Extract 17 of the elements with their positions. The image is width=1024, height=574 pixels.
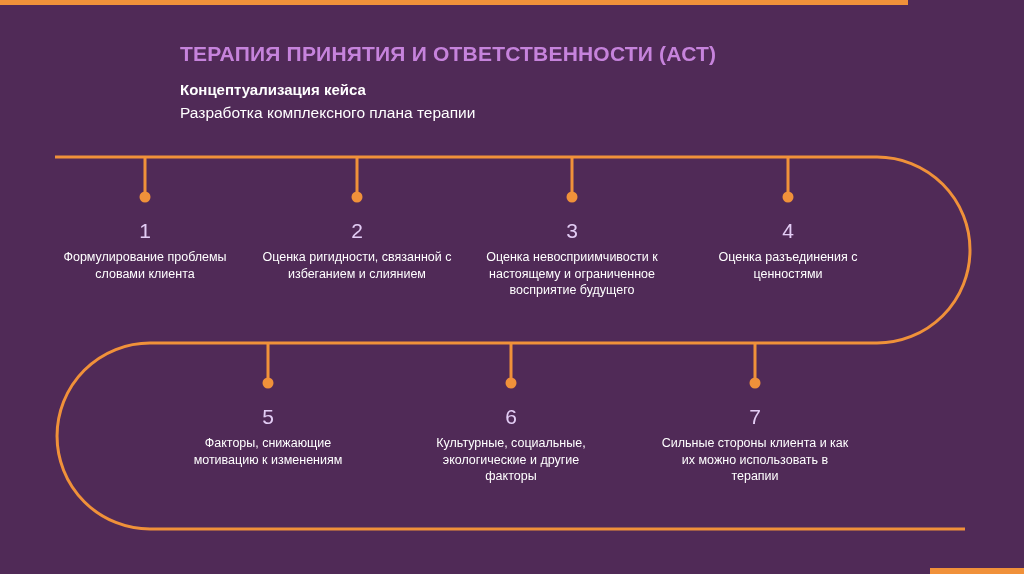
subtitle: Концептуализация кейса (180, 81, 366, 98)
step-description: Культурные, социальные, экологические и другие факторы (435, 435, 587, 485)
step-description: Оценка невосприимчивости к настоящему и ограниченное восприятие будущего (485, 249, 659, 299)
step-description: Факторы, снижающие мотивацию к изменениям (192, 435, 344, 468)
step-number: 5 (262, 405, 274, 429)
step-description: Сильные стороны клиента и как их можно использовать в терапии (660, 435, 850, 485)
step-description: Оценка ригидности, связанной с избеганием и слиянием (262, 249, 452, 282)
description: Разработка комплексного плана терапии (180, 104, 476, 122)
step-description: Формулирование проблемы словами клиента (62, 249, 228, 282)
step-number: 2 (351, 219, 363, 243)
title: ТЕРАПИЯ ПРИНЯТИЯ И ОТВЕТСТВЕННОСТИ (АСТ) (180, 42, 717, 66)
step-number: 1 (139, 219, 151, 243)
step-description: Оценка разъединения с ценностями (717, 249, 859, 282)
step-number: 6 (505, 405, 517, 429)
step-number: 4 (782, 219, 794, 243)
step-number: 7 (749, 405, 761, 429)
step-number: 3 (566, 219, 578, 243)
